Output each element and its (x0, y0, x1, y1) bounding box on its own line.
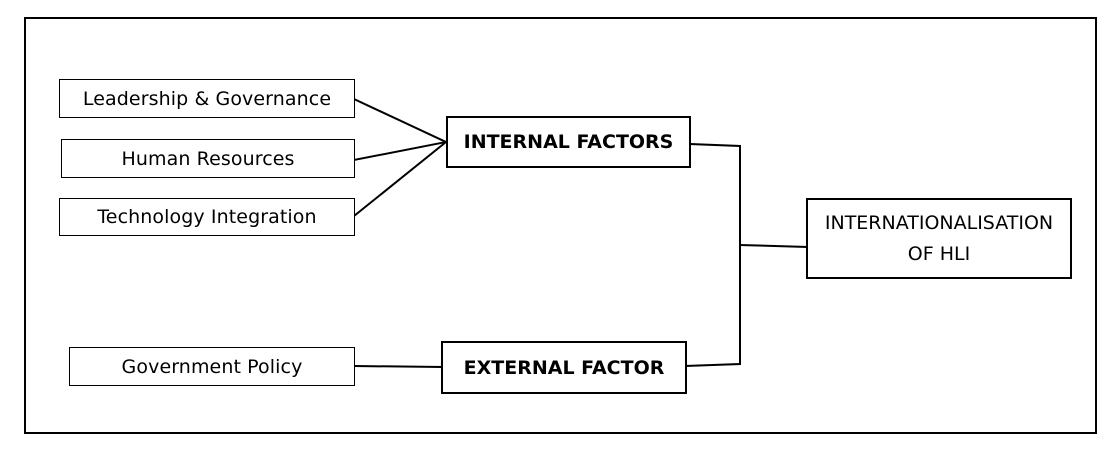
external-factor-box: EXTERNAL FACTOR (441, 341, 687, 394)
connector-junction-to-outcome (738, 243, 809, 249)
connector-government-to-external (352, 364, 444, 369)
factor-technology-integration: Technology Integration (59, 198, 355, 236)
connector-human-resources-to-internal (352, 140, 448, 162)
outcome-label: INTERNATIONALISATION OF HLI (824, 211, 1054, 265)
factor-label: Technology Integration (97, 206, 317, 228)
factor-government-policy: Government Policy (69, 347, 355, 386)
category-label: EXTERNAL FACTOR (463, 356, 665, 379)
factor-label: Human Resources (121, 147, 295, 170)
category-label: INTERNAL FACTORS (463, 131, 674, 153)
internal-factors-box: INTERNAL FACTORS (446, 116, 691, 168)
connector-leadership-to-internal (352, 97, 448, 144)
connector-technology-to-internal (352, 140, 448, 218)
factor-human-resources: Human Resources (61, 139, 355, 178)
factor-label: Leadership & Governance (82, 87, 332, 110)
outcome-box: INTERNATIONALISATION OF HLI (806, 198, 1072, 279)
factor-label: Government Policy (121, 355, 303, 378)
connector-internal-to-junction (684, 142, 741, 368)
factor-leadership-governance: Leadership & Governance (59, 79, 355, 118)
